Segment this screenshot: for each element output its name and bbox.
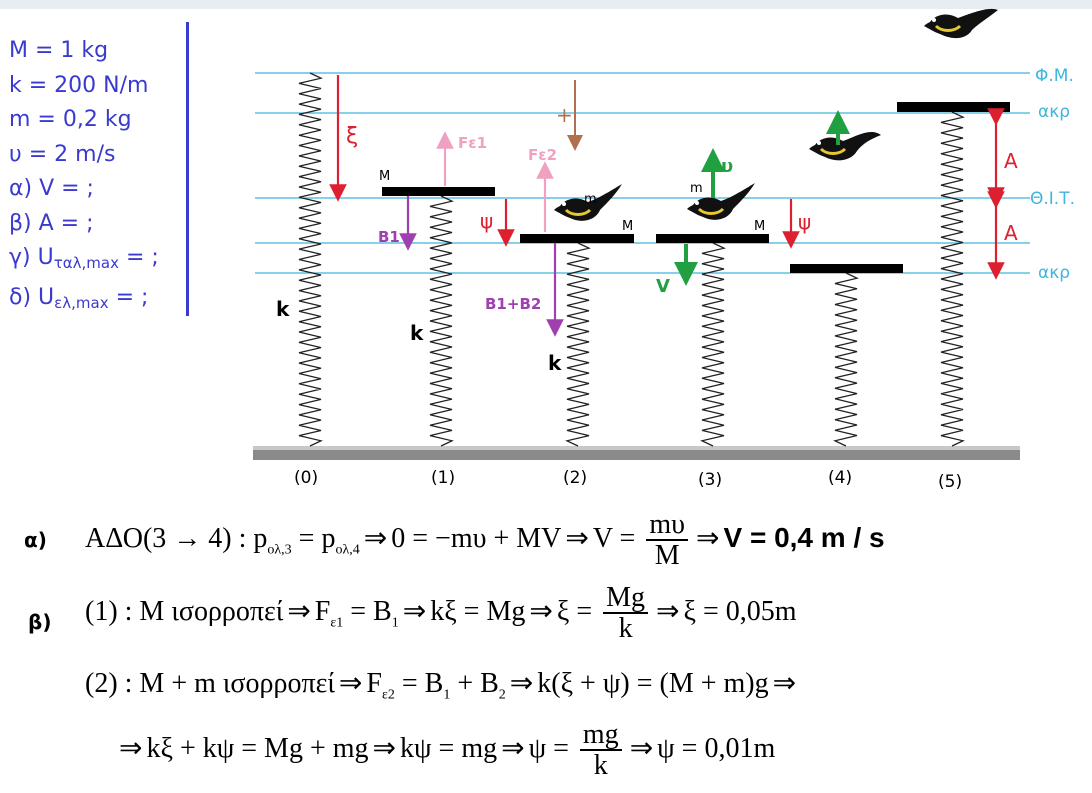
position-label-3: (3) [698, 470, 722, 490]
plate-2 [520, 234, 634, 243]
k-label-2: k [548, 351, 562, 375]
v-label: V [656, 276, 670, 297]
question-d: δ) Uελ,max = ; [9, 284, 149, 312]
plate-1 [382, 187, 495, 196]
ground [253, 446, 1020, 460]
fe1-label: Fε1 [458, 134, 487, 152]
M-label-1: M [379, 169, 390, 184]
plate-3 [656, 234, 769, 243]
question-c: γ) Uταλ,max = ; [9, 245, 159, 272]
position-label-0: (0) [294, 468, 318, 488]
spring-4 [833, 272, 859, 447]
solution-b1-line: (1) : M ισορροπείFε1 = B1kξ = Mgξ = Mgkξ… [85, 583, 797, 644]
given-mass-m: m = 0,2 kg [9, 107, 132, 132]
top-bar [0, 0, 1092, 9]
M-label-2: M [622, 219, 633, 234]
given-data: M = 1 kg k = 200 N/m m = 0,2 kg υ = 2 m/… [9, 34, 189, 320]
plates [382, 102, 1010, 273]
solution-a-line: ΑΔΟ(3 → 4) : pολ,3 = pολ,40 = −mυ + MVV … [85, 510, 885, 571]
bird-icon [554, 184, 622, 221]
plate-4 [790, 264, 903, 273]
result-xi: ξ = 0,05m [683, 595, 797, 627]
fe2-label: Fε2 [528, 146, 557, 164]
m-label-2: m [584, 192, 597, 207]
xi-label: ξ [346, 124, 358, 149]
solution-b2-line: (2) : M + m ισορροπείFε2 = B1 + B2k(ξ + … [85, 666, 800, 704]
bird-icon [809, 131, 881, 161]
k-label-1: k [410, 321, 424, 345]
arrows [329, 75, 1005, 337]
b12-label: B1+B2 [485, 295, 541, 313]
result-psi: ψ = 0,01m [657, 732, 776, 764]
given-mass-M: M = 1 kg [9, 38, 109, 63]
M-label-3: M [754, 219, 765, 234]
plus-label: + [556, 103, 573, 127]
position-label-2: (2) [563, 468, 587, 488]
psi-label: ψ [480, 209, 493, 233]
question-a: α) V = ; [9, 176, 94, 201]
position-label-4: (4) [828, 468, 852, 488]
spring-diagram: ξ M Fε1 B1 ψ Fε2 + m M B1+B2 υ m M V ψ A… [253, 8, 1075, 492]
u-label: υ [721, 156, 733, 177]
springs [298, 72, 965, 447]
given-speed-u: υ = 2 m/s [9, 141, 116, 167]
given-divider [186, 22, 189, 316]
psi2-label: ψ [798, 210, 811, 234]
solution-b3-line: kξ + kψ = Mg + mgkψ = mgψ = mgkψ = 0,01m [115, 720, 775, 781]
m-label-3: m [690, 181, 703, 196]
spring-5 [940, 111, 965, 447]
equilibrium-label: Θ.Ι.Τ. [1030, 189, 1075, 209]
b1-label: B1 [378, 228, 400, 246]
bird-icon [924, 8, 998, 39]
position-label-5: (5) [938, 472, 962, 492]
spring-1 [429, 195, 454, 447]
k-label-0: k [276, 297, 290, 321]
upper-extreme-label: ακρ [1038, 102, 1070, 122]
plate-5 [897, 102, 1010, 112]
question-b: β) A = ; [9, 210, 94, 236]
lower-extreme-label: ακρ [1038, 263, 1070, 283]
spring-3 [700, 242, 726, 447]
given-spring-k: k = 200 N/m [9, 72, 149, 98]
bird-icon [687, 183, 755, 220]
solution-a-label: α) [24, 528, 47, 552]
result-v: V = 0,4 m / s [723, 521, 885, 553]
spring-0 [298, 72, 323, 447]
natural-length-label: Φ.Μ. [1035, 66, 1074, 86]
amplitude-label-2: A [1004, 221, 1018, 245]
solution-b-label: β) [28, 610, 52, 634]
spring-2 [565, 242, 591, 447]
amplitude-label-1: A [1004, 149, 1018, 173]
position-label-1: (1) [431, 468, 455, 488]
